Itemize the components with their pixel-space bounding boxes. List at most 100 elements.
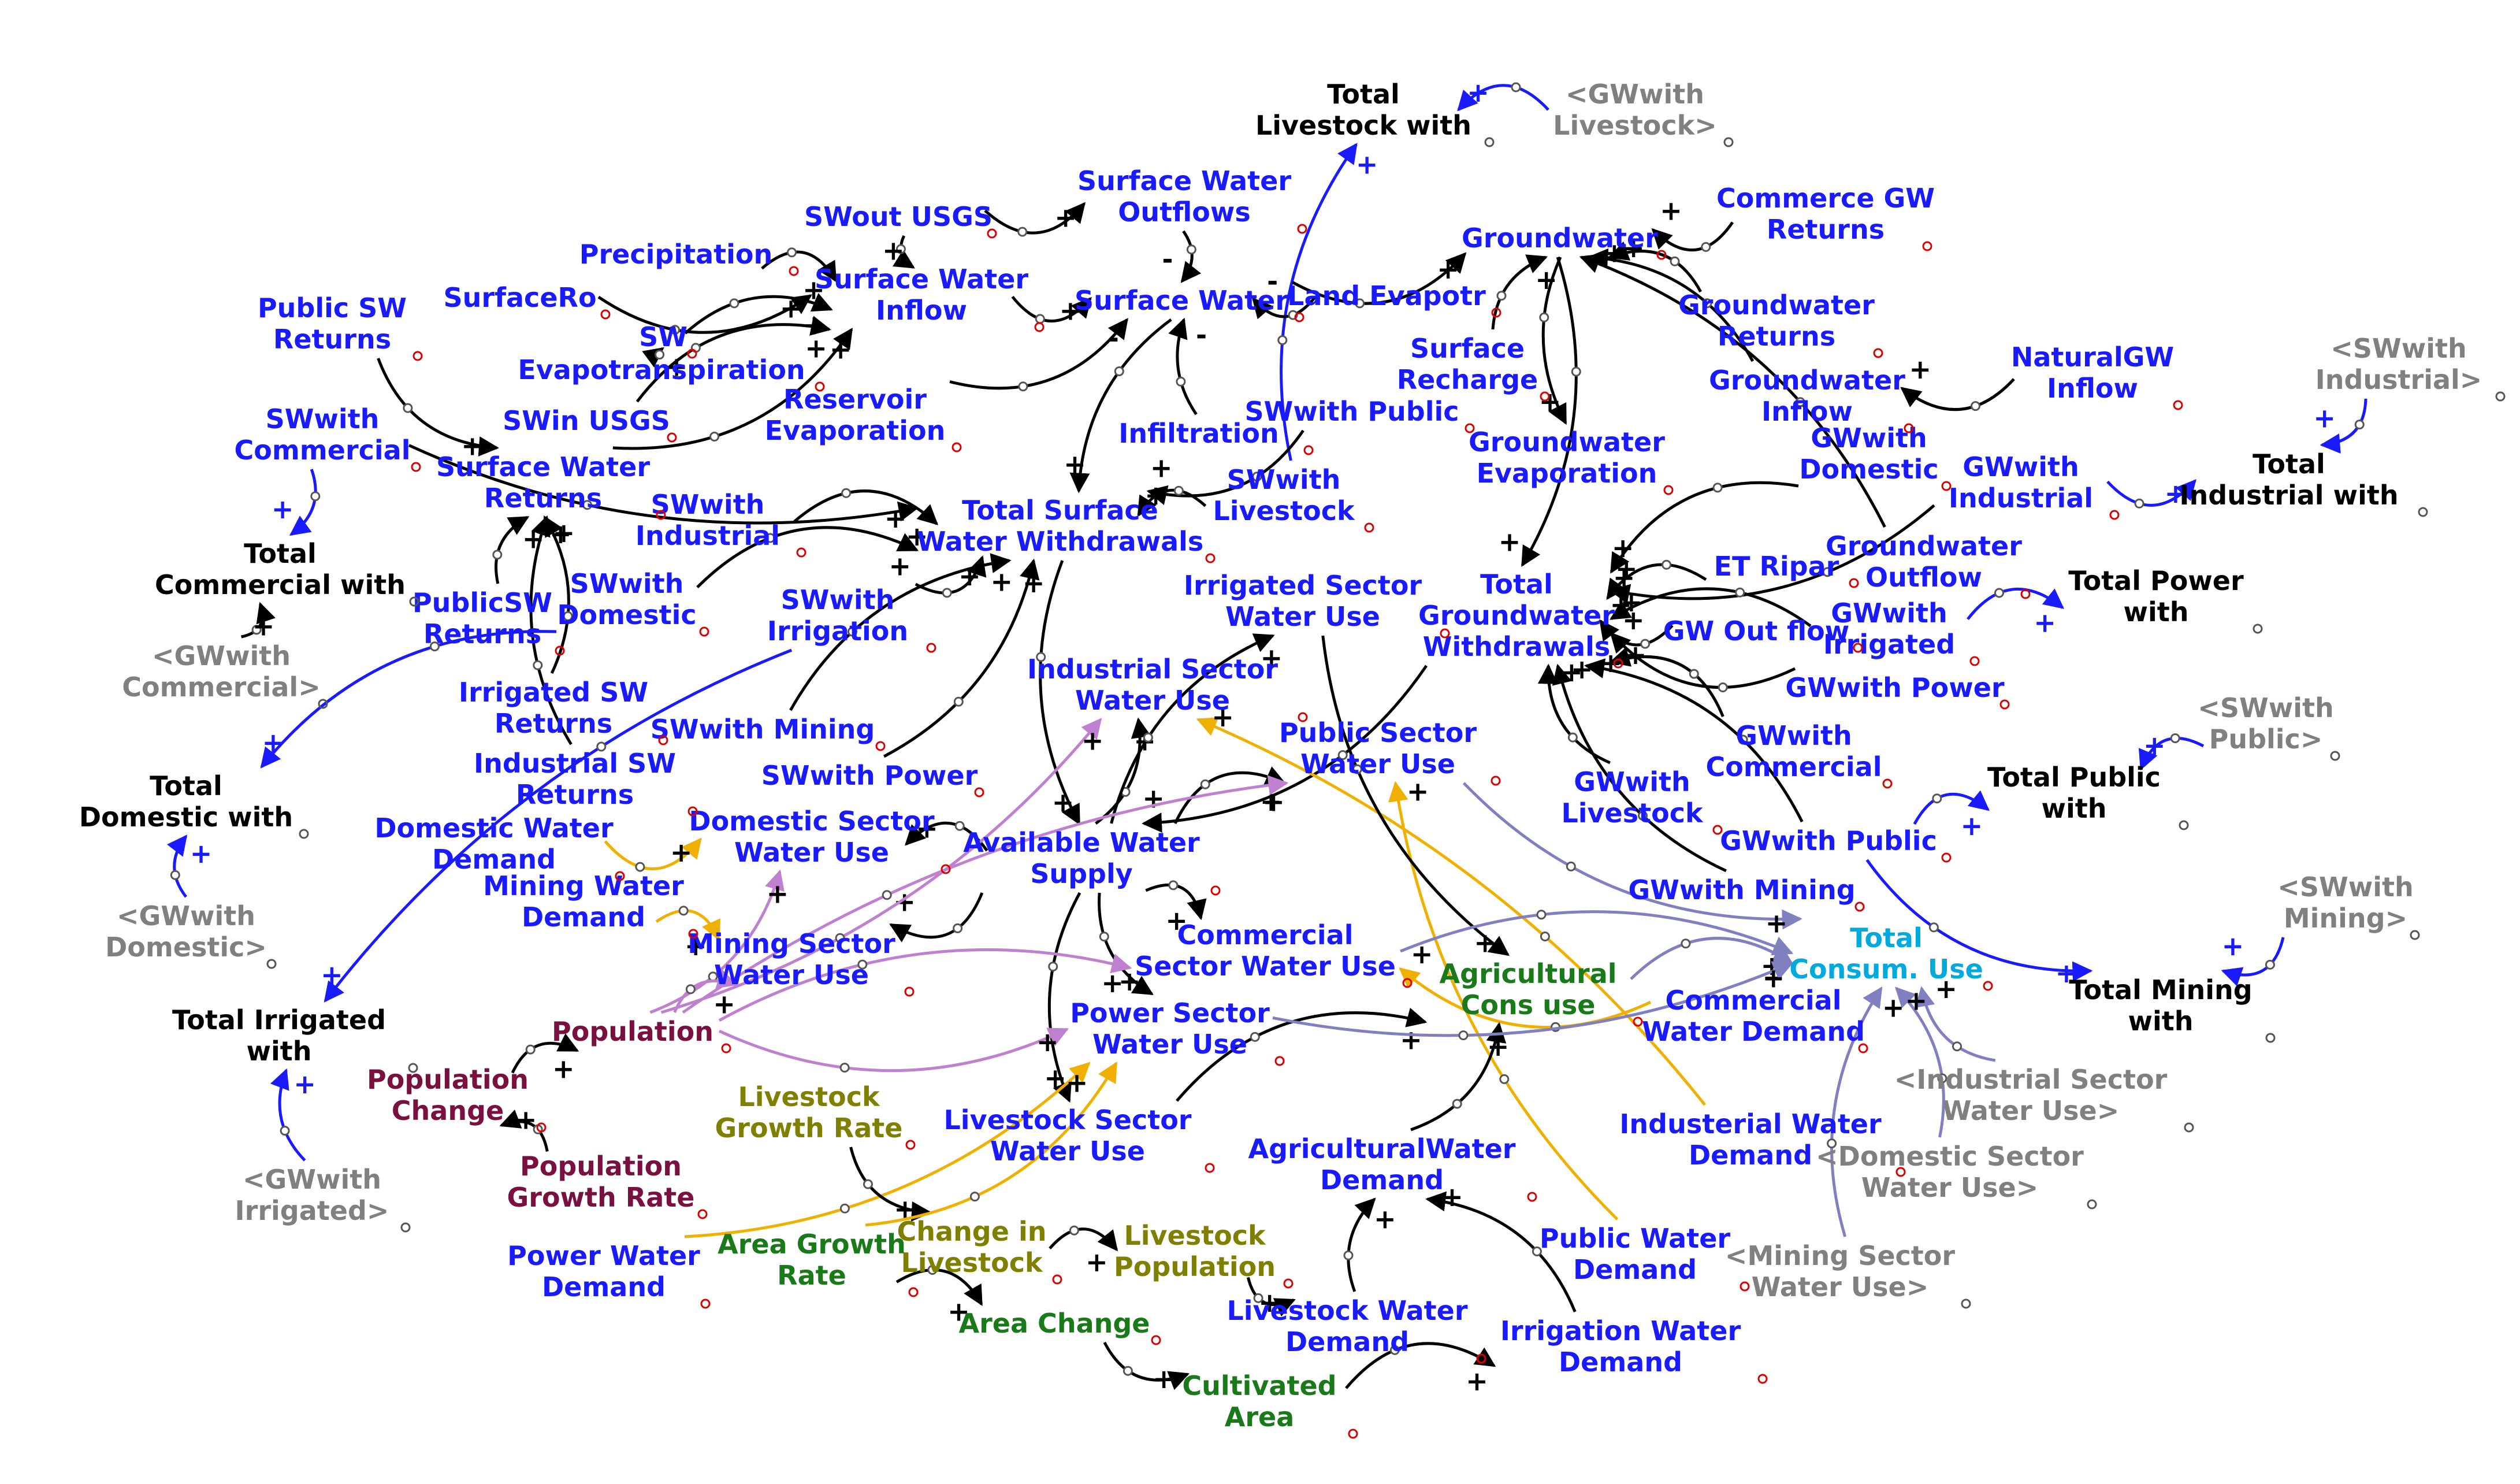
edge-handle-dot[interactable] bbox=[1540, 932, 1550, 941]
edge-handle-dot[interactable] bbox=[492, 550, 503, 560]
edge-handle-dot[interactable] bbox=[839, 1063, 850, 1073]
edge-handle-dot[interactable] bbox=[1735, 587, 1745, 598]
edge-handle-dot[interactable] bbox=[1496, 291, 1507, 301]
edge-handle-dot[interactable] bbox=[170, 870, 180, 880]
edge-handle-dot[interactable] bbox=[709, 432, 720, 442]
edge-handle-dot[interactable] bbox=[1452, 1099, 1462, 1109]
edge-handle-dot[interactable] bbox=[1337, 750, 1348, 760]
edge-handle-dot[interactable] bbox=[787, 247, 797, 258]
edge-handle-dot[interactable] bbox=[942, 588, 952, 598]
edge-handle-dot[interactable] bbox=[1343, 1250, 1354, 1260]
edge-handle-dot[interactable] bbox=[403, 403, 413, 413]
edge-handle-dot[interactable] bbox=[848, 626, 857, 637]
edge-handle-dot[interactable] bbox=[1738, 734, 1748, 745]
edge-handle-dot[interactable] bbox=[2265, 959, 2275, 970]
edge-handle-dot[interactable] bbox=[1114, 366, 1124, 376]
edge-handle-dot[interactable] bbox=[596, 741, 607, 752]
edge-handle-dot[interactable] bbox=[1640, 639, 1651, 649]
edge-handle-dot[interactable] bbox=[1355, 298, 1365, 309]
edge-handle-dot[interactable] bbox=[1638, 811, 1648, 821]
edge-handle-dot[interactable] bbox=[857, 959, 868, 970]
edge-handle-dot[interactable] bbox=[251, 625, 262, 635]
edge-handle-dot[interactable] bbox=[1035, 314, 1045, 324]
edge-handle-dot[interactable] bbox=[280, 1126, 290, 1136]
edge-handle-dot[interactable] bbox=[678, 906, 689, 916]
edge-handle-dot[interactable] bbox=[533, 660, 543, 670]
edge-handle-dot[interactable] bbox=[1932, 793, 1942, 804]
edge-polarity-sign: + bbox=[1660, 195, 1682, 226]
edge-handle-dot[interactable] bbox=[1822, 567, 1833, 577]
edge-handle-dot[interactable] bbox=[863, 1179, 873, 1189]
edge-handle-dot[interactable] bbox=[1567, 732, 1578, 743]
edge-handle-dot[interactable] bbox=[2170, 733, 2180, 743]
edge-handle-dot[interactable] bbox=[765, 533, 775, 543]
edge-handle-dot[interactable] bbox=[310, 491, 321, 502]
edge-handle-dot[interactable] bbox=[1017, 227, 1028, 237]
edge-handle-dot[interactable] bbox=[1250, 1032, 1260, 1042]
edge-handle-dot[interactable] bbox=[1718, 682, 1728, 692]
edge-handle-dot[interactable] bbox=[1018, 381, 1028, 392]
edge-handle-dot[interactable] bbox=[563, 611, 573, 621]
edge-handle-dot[interactable] bbox=[1277, 335, 1288, 346]
edge-handle-dot[interactable] bbox=[1937, 1073, 1947, 1084]
edge-handle-dot[interactable] bbox=[1099, 932, 1109, 942]
edge-handle-dot[interactable] bbox=[927, 1265, 938, 1275]
edge-handle-dot[interactable] bbox=[1928, 922, 1939, 933]
edge-handle-dot[interactable] bbox=[635, 862, 645, 872]
edge-handle-dot[interactable] bbox=[2134, 498, 2144, 509]
edge-handle-dot[interactable] bbox=[882, 890, 892, 900]
edge-handle-dot[interactable] bbox=[1143, 732, 1153, 743]
edge-handle-dot[interactable] bbox=[1971, 401, 1980, 411]
edge-handle-dot[interactable] bbox=[969, 1192, 980, 1202]
edge-handle-dot[interactable] bbox=[1795, 397, 1805, 407]
edge-handle-dot[interactable] bbox=[582, 500, 592, 510]
edge-handle-dot[interactable] bbox=[1662, 559, 1672, 570]
edge-handle-dot[interactable] bbox=[1670, 256, 1680, 266]
edge-handle-dot[interactable] bbox=[1036, 652, 1046, 662]
edge-handle-dot[interactable] bbox=[685, 984, 696, 995]
edge-handle-dot[interactable] bbox=[2354, 420, 2365, 430]
edge-handle-dot[interactable] bbox=[1702, 298, 1712, 309]
edge-handle-dot[interactable] bbox=[1200, 779, 1210, 789]
edge-handle-dot[interactable] bbox=[1712, 483, 1723, 493]
node-label: ET Ripar bbox=[1714, 551, 1839, 582]
edge-handle-dot[interactable] bbox=[1253, 1293, 1263, 1303]
edge-handle-dot[interactable] bbox=[954, 821, 965, 831]
edge-handle-dot[interactable] bbox=[670, 325, 680, 335]
edge-handle-dot[interactable] bbox=[1701, 242, 1711, 252]
edge-handle-dot[interactable] bbox=[953, 696, 964, 707]
edge-handle-dot[interactable] bbox=[1069, 1225, 1079, 1236]
edge-handle-dot[interactable] bbox=[1389, 1345, 1400, 1355]
edge-handle-dot[interactable] bbox=[1499, 1074, 1510, 1084]
edge-handle-dot[interactable] bbox=[1681, 938, 1691, 949]
edge-handle-dot[interactable] bbox=[1123, 1366, 1133, 1376]
edge-handle-dot[interactable] bbox=[1352, 764, 1362, 774]
edge-handle-dot[interactable] bbox=[1994, 588, 2004, 598]
edge-handle-dot[interactable] bbox=[839, 1203, 850, 1214]
node-label-line: AgriculturalWater bbox=[1248, 1133, 1515, 1164]
edge-handle-dot[interactable] bbox=[1173, 485, 1184, 496]
edge-handle-dot[interactable] bbox=[1689, 669, 1699, 679]
edge-handle-dot[interactable] bbox=[1566, 861, 1576, 871]
edge-handle-dot[interactable] bbox=[729, 298, 739, 309]
edge-handle-dot[interactable] bbox=[835, 933, 845, 943]
edge-handle-dot[interactable] bbox=[1252, 472, 1262, 482]
edge-handle-dot[interactable] bbox=[895, 244, 906, 254]
edge-handle-dot[interactable] bbox=[1539, 312, 1549, 322]
edge-handle-dot[interactable] bbox=[1827, 1138, 1837, 1149]
edge-handle-dot[interactable] bbox=[1186, 244, 1196, 255]
edge-handle-dot[interactable] bbox=[1048, 962, 1058, 972]
edge-handle-dot[interactable] bbox=[1952, 1041, 1962, 1052]
edge-handle-dot[interactable] bbox=[655, 350, 665, 360]
edge-handle-dot[interactable] bbox=[1176, 376, 1186, 387]
edge-handle-dot[interactable] bbox=[1168, 880, 1179, 891]
edge-handle-dot[interactable] bbox=[953, 923, 963, 933]
edge-handle-dot[interactable] bbox=[841, 488, 852, 498]
edge-handle-dot[interactable] bbox=[1458, 1030, 1469, 1041]
edge-handle-dot[interactable] bbox=[429, 641, 440, 652]
edge-handle-dot[interactable] bbox=[1571, 366, 1581, 377]
edge-handle-dot[interactable] bbox=[1532, 1246, 1542, 1256]
edge-handle-dot[interactable] bbox=[525, 1044, 536, 1055]
edge-handle-dot[interactable] bbox=[1536, 910, 1547, 920]
edge-handle-dot[interactable] bbox=[1511, 82, 1521, 92]
